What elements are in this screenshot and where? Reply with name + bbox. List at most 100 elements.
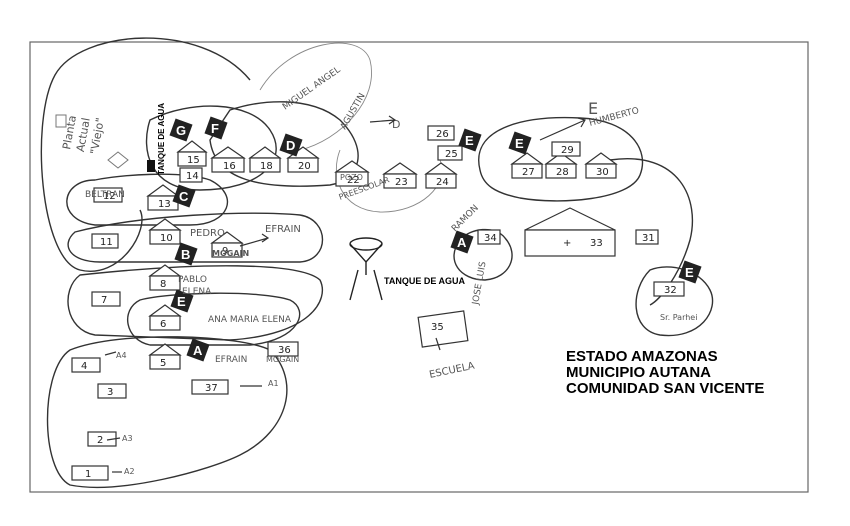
cluster-marker-A: A — [450, 230, 474, 254]
note-box — [55, 114, 67, 128]
loop-pedro — [67, 212, 324, 263]
house-number: 6 — [160, 319, 166, 330]
svg-text:D: D — [286, 138, 295, 153]
house-13: 13 — [146, 184, 180, 211]
house-number: 3 — [107, 387, 113, 398]
name-elena: ELENA — [182, 287, 212, 297]
house-number: 15 — [187, 155, 200, 166]
house-18: 18 — [248, 146, 282, 173]
house-number: 2 — [97, 435, 103, 446]
loop-pablo — [67, 265, 324, 341]
label-a2: A2 — [124, 467, 135, 476]
margin-note-line3: "Viejo" — [88, 117, 107, 156]
margin-note: Planta Actual "Viejo" — [60, 114, 107, 156]
name-sr-parhei: Sr. Parhei — [660, 313, 697, 322]
house-number: 9 — [222, 246, 228, 257]
house-number: 37 — [205, 383, 218, 394]
house-27: 27 — [510, 152, 544, 179]
cluster-marker-E: E — [458, 128, 482, 152]
title-line3: COMUNIDAD SAN VICENTE — [566, 380, 764, 397]
house-16: 16 — [210, 146, 246, 173]
label-a3: A3 — [122, 434, 133, 443]
house-number: 4 — [81, 361, 87, 372]
loop-beltran — [66, 173, 229, 226]
cluster-marker-G: G — [169, 118, 193, 142]
name-mogain: MOGAIN — [212, 249, 249, 258]
house-11: 11 — [91, 233, 119, 249]
house-5: 5 — [148, 343, 182, 370]
house-33-label: 33 — [590, 238, 603, 249]
school-building — [417, 310, 469, 348]
cross-symbol: + — [563, 238, 571, 249]
house-number: 18 — [260, 161, 273, 172]
name-pozo: POZO — [340, 173, 363, 182]
house-6: 6 — [148, 304, 182, 331]
svg-text:F: F — [211, 121, 219, 136]
name-efrain-south: EFRAIN — [215, 355, 247, 365]
label-e-arrow: E — [588, 99, 598, 118]
house-number: 29 — [561, 145, 574, 156]
name-mogain-south: MOGAIN — [266, 355, 299, 364]
svg-text:B: B — [181, 247, 190, 262]
house-number: 11 — [100, 237, 113, 248]
house-36: 36 — [267, 341, 299, 357]
house-4: 4 — [71, 357, 101, 373]
community-hall — [524, 229, 616, 257]
house-8: 8 — [148, 264, 182, 291]
cluster-marker-D: D — [279, 133, 303, 157]
house-number: 10 — [160, 233, 173, 244]
house-3: 3 — [97, 383, 127, 399]
loop-humberto — [478, 116, 644, 202]
name-efrain: EFRAIN — [265, 224, 301, 235]
house-number: 14 — [186, 171, 199, 182]
cluster-marker-E: E — [508, 131, 532, 155]
house-7: 7 — [91, 291, 121, 307]
house-12: 12 — [93, 187, 123, 203]
house-23: 23 — [382, 162, 418, 189]
house-number: 23 — [395, 177, 408, 188]
map-frame — [29, 41, 809, 493]
svg-text:G: G — [176, 123, 186, 138]
label-a4: A4 — [116, 351, 127, 360]
house-number: 28 — [556, 167, 569, 178]
house-number: 30 — [596, 167, 609, 178]
title-line2: MUNICIPIO AUTANA — [566, 364, 711, 381]
school-label: ESCUELA — [428, 361, 475, 381]
house-14: 14 — [179, 167, 203, 183]
cluster-marker-F: F — [204, 116, 228, 140]
title-block: ESTADO AMAZONAS MUNICIPIO AUTANA COMUNID… — [566, 348, 764, 397]
house-26: 26 — [427, 125, 455, 141]
house-number: 36 — [278, 345, 291, 356]
house-37: 37 — [191, 379, 229, 395]
name-jose-luis: JOSE LUIS — [471, 261, 489, 307]
water-tank-center-label: TANQUE DE AGUA — [384, 276, 466, 286]
svg-text:C: C — [179, 189, 189, 204]
title-line1: ESTADO AMAZONAS — [566, 348, 718, 365]
house-28: 28 — [544, 152, 578, 179]
svg-text:E: E — [177, 294, 186, 309]
house-35-label: 35 — [431, 322, 444, 333]
house-number: 24 — [436, 177, 449, 188]
svg-text:E: E — [515, 136, 524, 151]
margin-note-line1: Planta — [60, 114, 79, 150]
svg-text:A: A — [457, 235, 467, 250]
community-hall-roof — [524, 207, 616, 231]
house-15: 15 — [176, 140, 208, 167]
cluster-marker-E: E — [170, 289, 194, 313]
name-ramon: RAMON — [450, 203, 481, 234]
house-32: 32 — [653, 281, 685, 297]
house-31: 31 — [635, 229, 659, 245]
house-25: 25 — [437, 145, 463, 161]
house-34: 34 — [477, 229, 501, 245]
house-number: 25 — [445, 149, 458, 160]
name-dd: D — [392, 118, 400, 131]
name-pablo: PABLO — [178, 275, 207, 285]
house-number: 1 — [85, 469, 91, 480]
house-1: 1 — [71, 465, 109, 481]
cluster-marker-B: B — [174, 242, 198, 266]
house-number: 22 — [347, 175, 360, 186]
cluster-marker-E: E — [678, 260, 702, 284]
house-number: 34 — [484, 233, 497, 244]
